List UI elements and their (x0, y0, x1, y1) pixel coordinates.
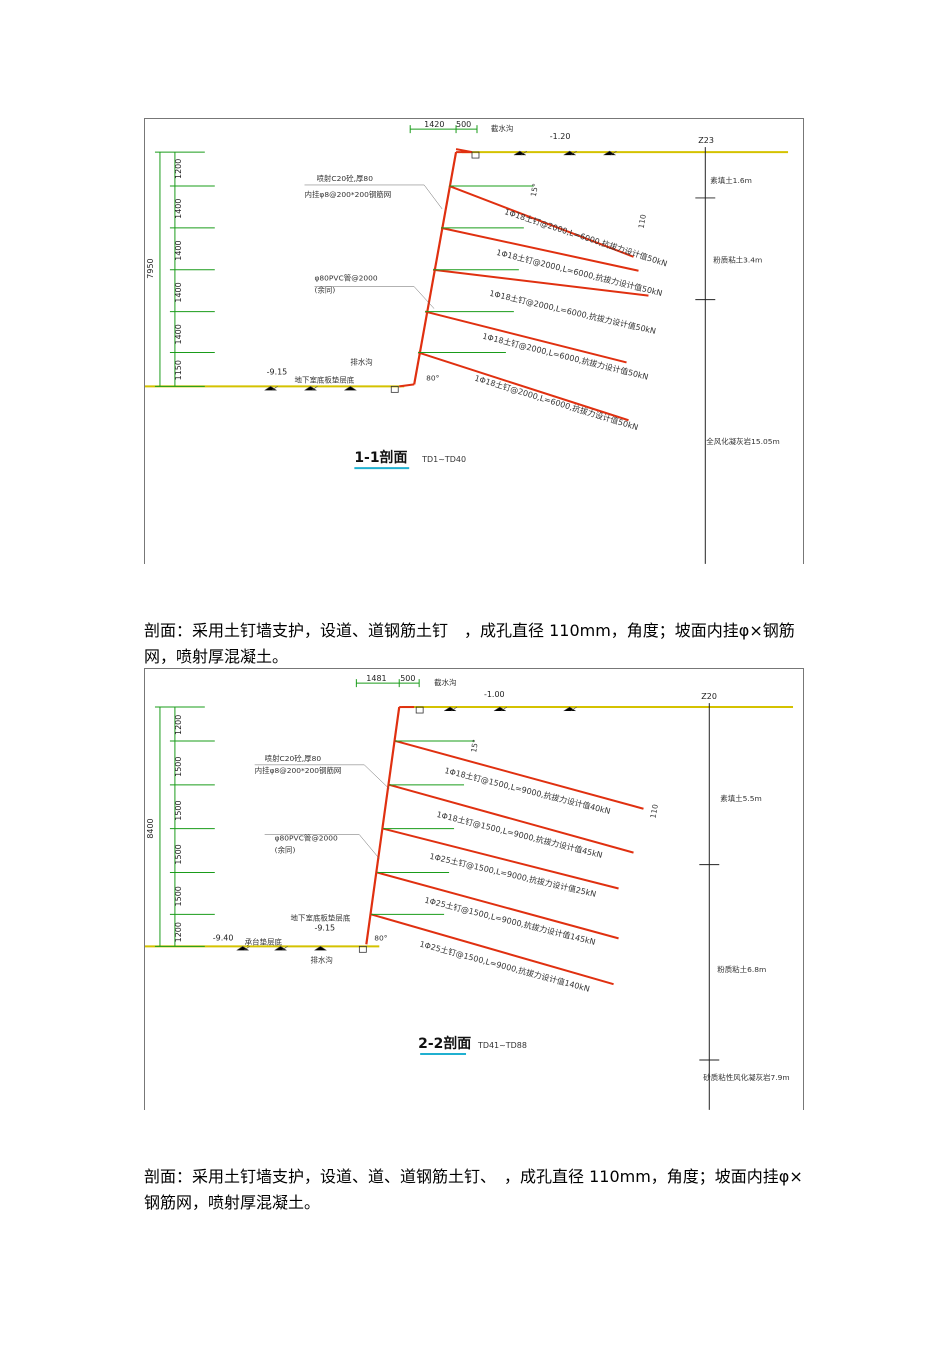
top-dim (355, 679, 420, 688)
wall-top (455, 148, 473, 154)
v-dim-5: 1400 (174, 324, 183, 344)
bottom-drain-label: 排水沟 (310, 954, 332, 964)
excavation-wall (365, 706, 401, 945)
caption-1: 剖面：采用土钉墙支护，设道、道钢筋土钉 ，成孔直径 110mm，角度；坡面内挂φ… (144, 621, 795, 666)
section-1-svg: 1420 500 截水沟 -1.20 Z23 7950 1200 1400 14… (145, 120, 789, 564)
wall-angle: 80° (426, 373, 440, 382)
soil-2: 粉质粘土3.4m (713, 255, 762, 265)
top-drain (471, 151, 480, 159)
nail-2-label: 1Φ18土钉@1500,L=9000,抗拔力设计值45kN (436, 809, 604, 860)
section-subtitle: TD41~TD88 (477, 1041, 527, 1050)
top-dim (409, 125, 478, 134)
v-dim-5: 1500 (174, 886, 183, 906)
v-dim-1: 1200 (174, 159, 183, 179)
wall-angle: 80° (374, 933, 388, 942)
bottom-drain (390, 385, 399, 393)
nail-angle-refs (371, 740, 474, 915)
ground-hatch-bottom (264, 386, 357, 391)
section-drawing-2-2: 1481 500 截水沟 -1.00 Z20 8400 1200 1500 15… (144, 668, 804, 1110)
borehole-id: Z23 (698, 136, 714, 145)
top-dim-1: 1481 (366, 674, 386, 683)
section-subtitle: TD1~TD40 (421, 455, 466, 464)
nail-4-label: 1Φ25土钉@1500,L=9000,抗拔力设计值145kN (424, 895, 597, 947)
pvc-note: (余同) (314, 285, 335, 295)
pvc-note: (余同) (275, 845, 296, 855)
bottom-label: 地下室底板垫层底 (295, 374, 355, 384)
soil-2: 粉质粘土6.8m (717, 964, 766, 974)
v-dim-4: 1400 (174, 282, 183, 302)
top-dim-1: 1420 (424, 120, 444, 129)
top-drain (415, 706, 424, 714)
hole-dia: 110 (649, 803, 660, 819)
soil-nails (371, 739, 644, 986)
soil-1: 素填土5.5m (720, 793, 762, 803)
v-dim-3: 1400 (174, 240, 183, 260)
top-drain-label: 截水沟 (434, 677, 456, 687)
v-dim-2: 1500 (174, 757, 183, 777)
nail-4-label: 1Φ18土钉@2000,L=6000,抗拔力设计值50kN (481, 331, 649, 382)
borehole-id: Z20 (701, 692, 717, 701)
soil-1: 素填土1.6m (710, 175, 752, 185)
leader-lines (254, 764, 390, 859)
caption-2: 剖面：采用土钉墙支护，设道、道、道钢筋土钉、 ，成孔直径 110mm，角度；坡面… (144, 1167, 803, 1212)
soil-3: 全风化凝灰岩15.05m (706, 436, 779, 446)
excavation-wall (413, 151, 458, 385)
elev-top: -1.00 (484, 690, 505, 699)
mesh-label: 内挂φ8@200*200钢筋网 (305, 189, 392, 199)
section-drawing-1-1: 1420 500 截水沟 -1.20 Z23 7950 1200 1400 14… (144, 118, 804, 564)
nail-angle: 15° (469, 738, 480, 753)
elev-bottom-left: -9.40 (213, 933, 234, 942)
section-title: 2-2剖面 (418, 1035, 471, 1052)
pvc-label: φ80PVC管@2000 (314, 273, 377, 283)
v-dim-4: 1500 (174, 844, 183, 864)
v-dim-1: 1200 (174, 715, 183, 735)
nail-angle: 15° (529, 182, 540, 197)
top-drain-label: 截水沟 (491, 123, 513, 133)
ground-hatch-top (443, 706, 577, 712)
v-dim-2: 1400 (174, 199, 183, 219)
elev-top: -1.20 (550, 132, 571, 141)
soil-3: 砂质粘性风化凝灰岩7.9m (703, 1072, 789, 1082)
nail-5-label: 1Φ25土钉@1500,L=9000,抗拔力设计值140kN (419, 939, 591, 994)
wall-toe (399, 383, 415, 388)
v-dim-6: 1150 (174, 360, 183, 380)
shotcrete-label: 喷射C20砼,厚80 (316, 173, 373, 183)
bottom-label-left: 承台垫层底 (245, 936, 283, 946)
nail-5-label: 1Φ18土钉@2000,L=6000,抗拔力设计值50kN (473, 373, 639, 432)
ground-hatch-bottom (236, 945, 327, 951)
bottom-label: 地下室底板垫层底 (291, 912, 351, 922)
left-dim-chain (154, 151, 215, 387)
hole-dia: 110 (637, 213, 648, 229)
nail-1-label: 1Φ18土钉@1500,L=9000,抗拔力设计值40kN (444, 765, 612, 816)
shotcrete-label: 喷射C20砼,厚80 (265, 753, 322, 763)
elev-bottom: -9.15 (314, 923, 335, 932)
nail-angle-refs (418, 185, 534, 353)
bottom-drain-label: 排水沟 (350, 356, 372, 366)
leader-lines (304, 184, 443, 309)
ground-hatch-top (513, 150, 617, 156)
nail-3-label: 1Φ25土钉@1500,L=9000,抗拔力设计值25kN (429, 851, 598, 899)
elev-bottom: -9.15 (267, 367, 288, 376)
v-dim-3: 1500 (174, 800, 183, 820)
top-dim-2: 500 (400, 674, 415, 683)
left-dim-chain (154, 706, 215, 947)
bottom-drain (358, 945, 367, 953)
pvc-label: φ80PVC管@2000 (275, 833, 338, 843)
v-dim-6: 1200 (174, 922, 183, 942)
section-2-svg: 1481 500 截水沟 -1.00 Z20 8400 1200 1500 15… (145, 674, 794, 1110)
soil-nails (417, 185, 649, 422)
section-title: 1-1剖面 (354, 449, 407, 466)
total-depth: 8400 (146, 818, 155, 838)
mesh-label: 内挂φ8@200*200钢筋网 (255, 765, 342, 775)
total-depth: 7950 (146, 258, 155, 278)
top-dim-2: 500 (456, 120, 471, 129)
